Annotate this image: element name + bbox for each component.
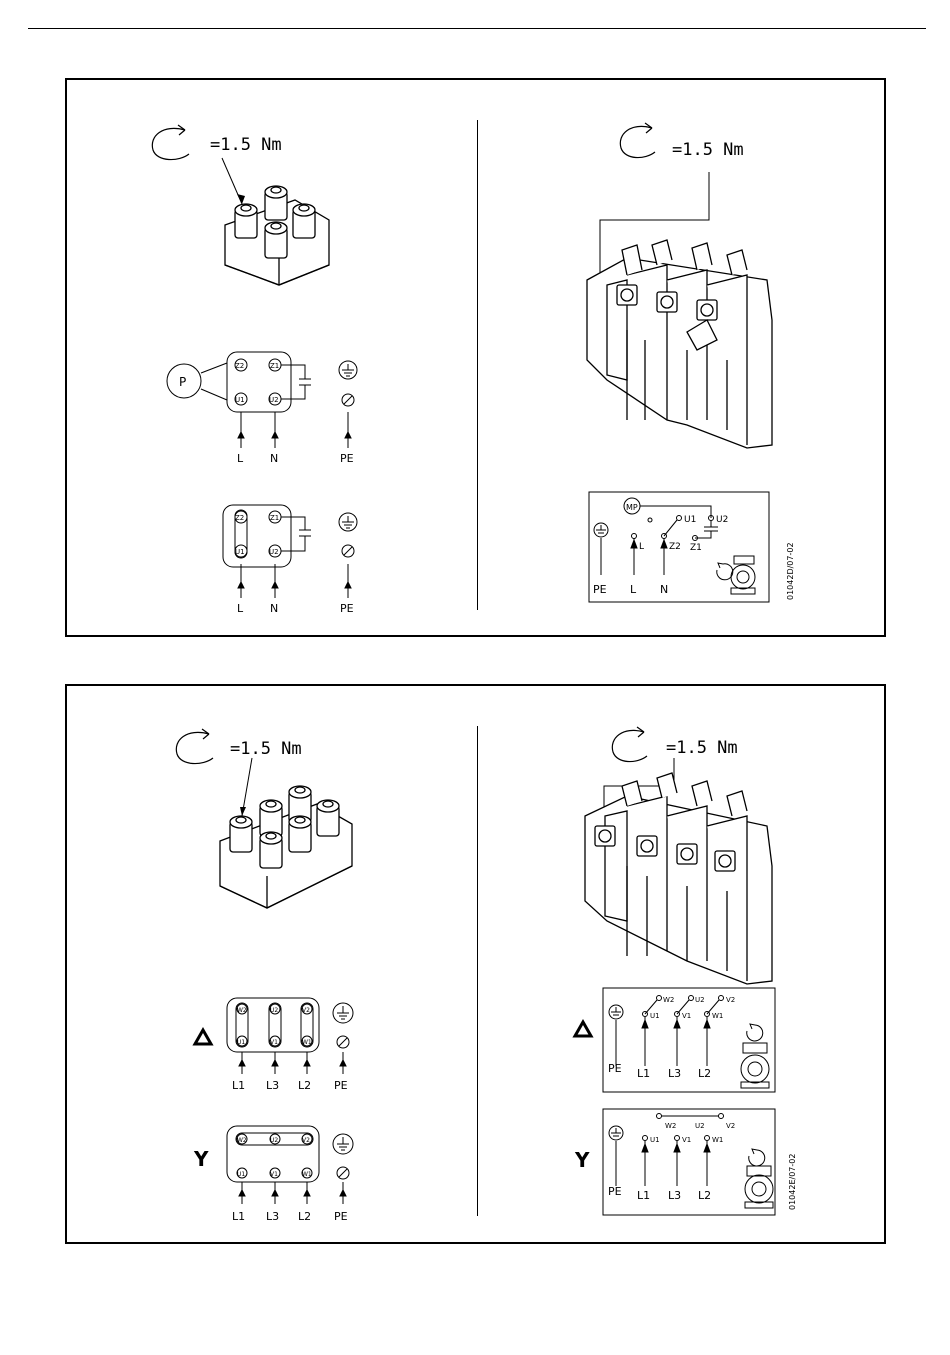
terminal-block-6 (220, 786, 352, 908)
cover-line-l: L (639, 542, 644, 552)
wiring-diagram-capacitor (167, 352, 357, 448)
delta-symbol-icon (195, 1030, 211, 1044)
terminal-strip-3ph (585, 773, 772, 984)
sc-v2: V2 (726, 1122, 735, 1130)
motor-label: P (179, 375, 186, 389)
cover-line-z1: Z1 (690, 543, 702, 553)
figure-code-2: 01042E/07-02 (788, 1154, 797, 1210)
terminal-u1: U1 (235, 396, 245, 404)
dc-u2: U2 (695, 996, 705, 1004)
s-v2: V2 (302, 1137, 310, 1144)
dc-v2: V2 (726, 996, 735, 1004)
terminal-strip (587, 240, 772, 448)
t-w1: W1 (302, 1039, 312, 1046)
terminal-z2-b: Z2 (235, 514, 244, 522)
sc-l3: L3 (668, 1189, 681, 1202)
sc-l1: L1 (637, 1189, 650, 1202)
dc-pe: PE (608, 1062, 622, 1075)
dc-l1: L1 (637, 1067, 650, 1080)
torque-label: =1.5 Nm (210, 135, 282, 155)
terminal-z1-b: Z1 (270, 514, 279, 522)
terminal-u2: U2 (269, 396, 279, 404)
star-l3: L3 (266, 1210, 279, 1223)
dc-l2: L2 (698, 1067, 711, 1080)
s-u2: U2 (270, 1137, 278, 1144)
sc-v1: V1 (682, 1136, 691, 1144)
dc-w1: W1 (712, 1012, 723, 1020)
t-u1: U1 (237, 1039, 245, 1046)
sc-u1: U1 (650, 1136, 660, 1144)
cover-u1: U1 (684, 515, 696, 525)
s-v1: V1 (270, 1171, 278, 1178)
sc-l2: L2 (698, 1189, 711, 1202)
terminal-u2-b: U2 (269, 548, 279, 556)
terminal-u1-b: U1 (235, 548, 245, 556)
supply-l1: L1 (232, 1079, 245, 1092)
cover-line-z2: Z2 (669, 542, 681, 552)
star-l1: L1 (232, 1210, 245, 1223)
rotation-arrow-icon (152, 125, 189, 160)
star-l2: L2 (298, 1210, 311, 1223)
torque-label-3ph-right: =1.5 Nm (666, 738, 738, 758)
cover-mp: MP (626, 503, 638, 512)
terminal-z1: Z1 (270, 362, 279, 370)
dc-w2: W2 (663, 996, 674, 1004)
star-pe: PE (334, 1210, 348, 1223)
supply-n-b: N (270, 602, 278, 615)
supply-n: N (270, 452, 278, 465)
sc-w2: W2 (665, 1122, 676, 1130)
cover-n: N (660, 583, 668, 596)
rotation-arrow-icon (620, 123, 655, 158)
rotation-arrow-icon (612, 727, 647, 762)
s-w2: W2 (237, 1137, 247, 1144)
supply-l: L (237, 452, 244, 465)
single-phase-panel: =1.5 Nm (65, 78, 886, 637)
supply-pe-b: PE (340, 602, 354, 615)
torque-label-3ph: =1.5 Nm (230, 739, 302, 759)
star-label-right: Y (574, 1148, 590, 1172)
supply-pe: PE (340, 452, 354, 465)
star-label: Y (193, 1147, 209, 1171)
t-u2: U2 (270, 1007, 278, 1014)
s-u1: U1 (237, 1171, 245, 1178)
torque-label-right: =1.5 Nm (672, 140, 744, 160)
dc-u1: U1 (650, 1012, 660, 1020)
three-phase-diagram: =1.5 Nm (67, 686, 888, 1246)
figure-code-1: 01042D/07-02 (786, 542, 795, 600)
delta-cover-wiring (603, 988, 775, 1092)
delta-symbol-icon-right (575, 1022, 591, 1036)
sc-u2: U2 (695, 1122, 705, 1130)
t-v2: V2 (302, 1007, 310, 1014)
t-w2: W2 (237, 1007, 247, 1014)
three-phase-panel: =1.5 Nm (65, 684, 886, 1244)
header-rule (28, 28, 926, 29)
cover-l: L (630, 583, 637, 596)
supply-l2: L2 (298, 1079, 311, 1092)
supply-l-b: L (237, 602, 244, 615)
dc-l3: L3 (668, 1067, 681, 1080)
sc-w1: W1 (712, 1136, 723, 1144)
supply-pe-3: PE (334, 1079, 348, 1092)
single-phase-diagram: =1.5 Nm (67, 80, 888, 639)
terminal-z2: Z2 (235, 362, 244, 370)
s-w1: W1 (302, 1171, 312, 1178)
star-cover-wiring (603, 1109, 775, 1215)
dc-v1: V1 (682, 1012, 691, 1020)
cover-u2: U2 (716, 515, 728, 525)
sc-pe: PE (608, 1185, 622, 1198)
cover-pe: PE (593, 583, 607, 596)
supply-l3: L3 (266, 1079, 279, 1092)
rotation-arrow-icon (176, 729, 213, 764)
t-v1: V1 (270, 1039, 278, 1046)
